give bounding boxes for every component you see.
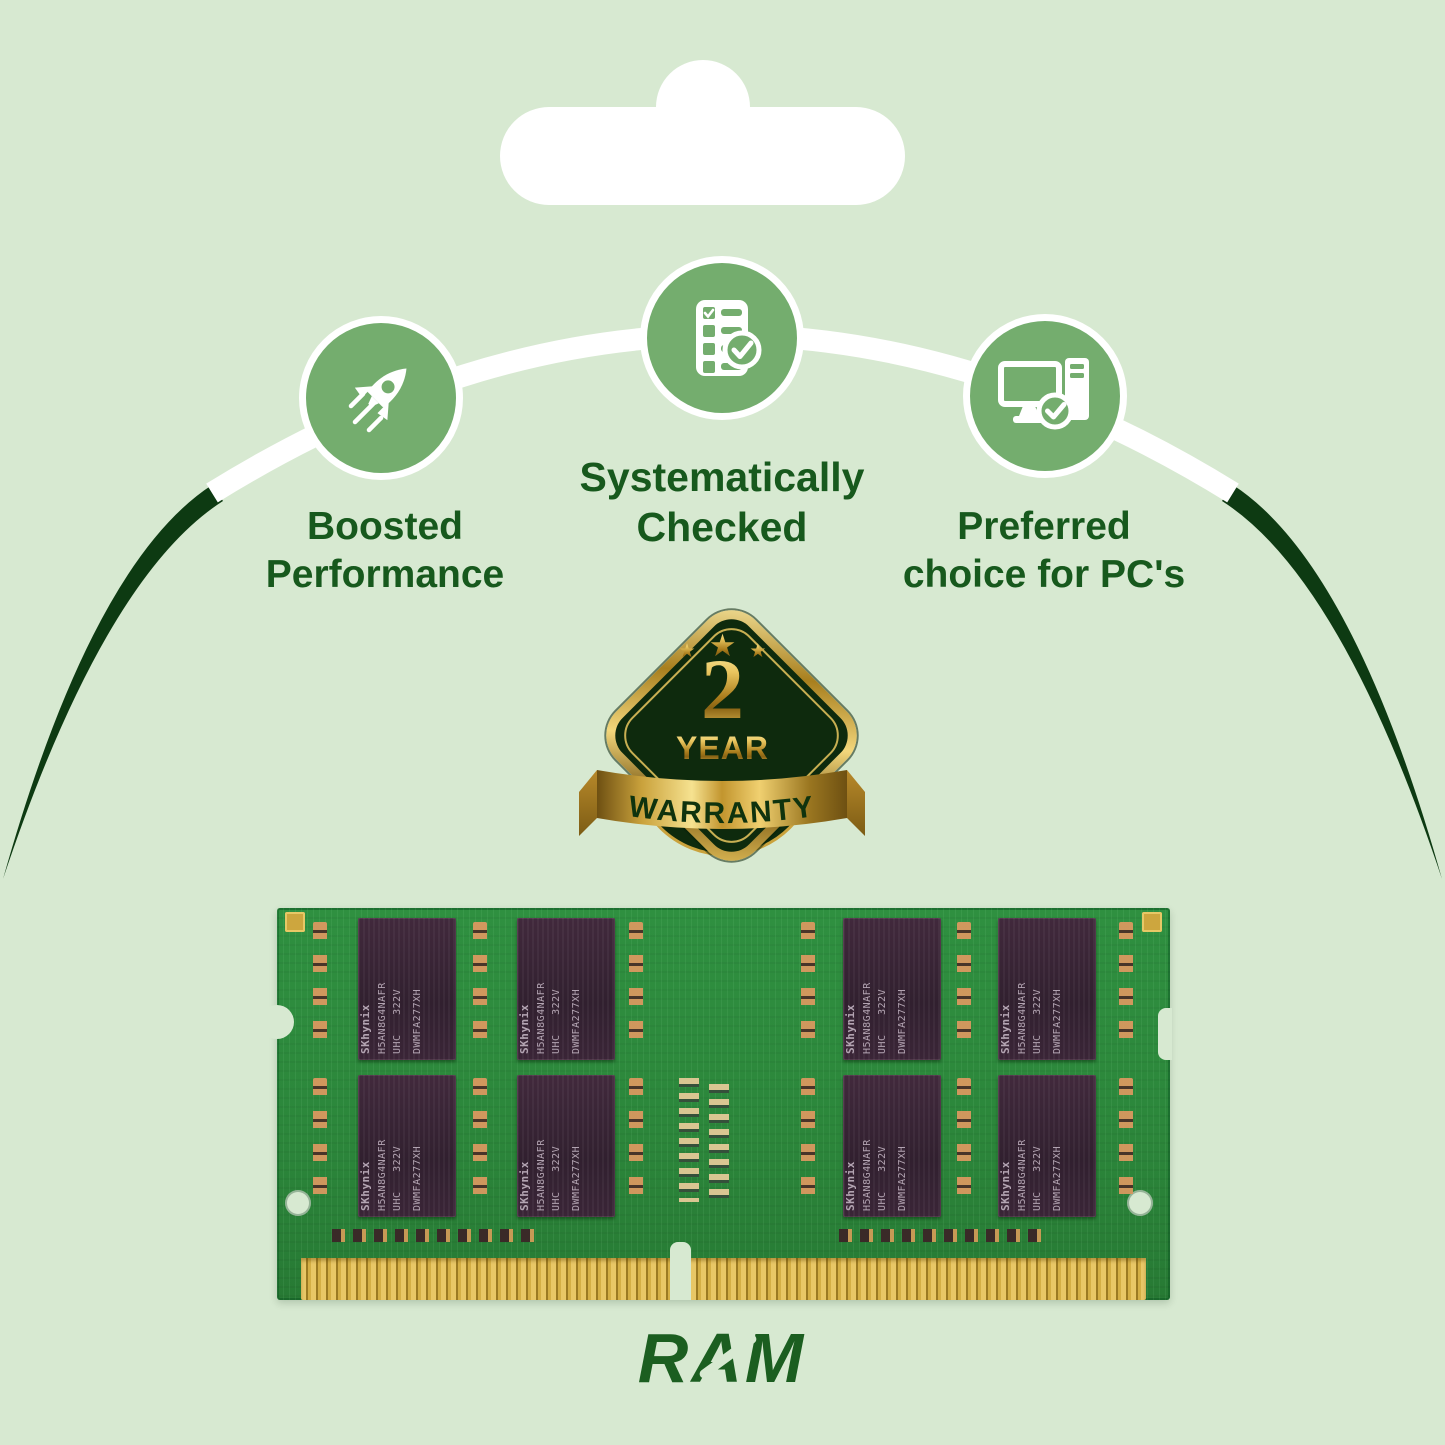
chip-label-line: SKhynix bbox=[518, 1161, 531, 1211]
chip-label-line: H5AN8G4NAFR bbox=[535, 982, 547, 1054]
chip-label: SKhynix H5AN8G4NAFR UHC 322V DWMFA277XH bbox=[998, 1075, 1096, 1217]
chip-label-line: SKhynix bbox=[518, 1004, 531, 1054]
chip-label-line: DWMFA277XH bbox=[411, 1145, 423, 1211]
chip-label-line: UHC 322V bbox=[550, 1145, 562, 1211]
chip-label-line: SKhynix bbox=[999, 1004, 1012, 1054]
memory-chip: SKhynix H5AN8G4NAFR UHC 322V DWMFA277XH bbox=[517, 1075, 615, 1217]
pad-col bbox=[801, 922, 815, 1054]
chip-label-line: H5AN8G4NAFR bbox=[376, 982, 388, 1054]
chip-label: SKhynix H5AN8G4NAFR UHC 322V DWMFA277XH bbox=[843, 918, 941, 1060]
chip-label-line: SKhynix bbox=[844, 1004, 857, 1054]
chip-label: SKhynix H5AN8G4NAFR UHC 322V DWMFA277XH bbox=[517, 1075, 615, 1217]
feature-circle-performance bbox=[299, 316, 463, 480]
feature-line: Systematically bbox=[579, 454, 865, 500]
pad-col bbox=[801, 1078, 815, 1210]
rocket-icon bbox=[348, 368, 407, 433]
feature-line: Preferred bbox=[957, 505, 1131, 548]
top-tab-shape bbox=[500, 107, 905, 205]
memory-chip: SKhynix H5AN8G4NAFR UHC 322V DWMFA277XH bbox=[998, 1075, 1096, 1217]
ribbon-left-tail bbox=[579, 770, 597, 836]
pad-col bbox=[629, 1078, 643, 1210]
star-icon: ★ bbox=[749, 640, 766, 663]
pad-col bbox=[313, 1078, 327, 1210]
badge-stars: ★ ★ ★ bbox=[570, 628, 875, 664]
feature-circle-checked bbox=[640, 256, 804, 420]
feature-circle-pc bbox=[963, 314, 1127, 478]
warranty-badge: ★ ★ ★ 2 YEAR bbox=[570, 590, 875, 885]
cluster-col bbox=[709, 1084, 729, 1202]
pcb-gold-square bbox=[1142, 912, 1162, 932]
memory-chip: SKhynix H5AN8G4NAFR UHC 322V DWMFA277XH bbox=[998, 918, 1096, 1060]
pad-col bbox=[473, 1078, 487, 1210]
chip-label: SKhynix H5AN8G4NAFR UHC 322V DWMFA277XH bbox=[517, 918, 615, 1060]
feature-label-checked: Systematically Checked bbox=[502, 452, 942, 552]
memory-chip: SKhynix H5AN8G4NAFR UHC 322V DWMFA277XH bbox=[358, 918, 456, 1060]
pad-col bbox=[957, 922, 971, 1054]
feature-line: Performance bbox=[265, 552, 505, 596]
chip-label-line: SKhynix bbox=[844, 1161, 857, 1211]
gold-edge-pins bbox=[301, 1242, 1146, 1300]
chip-label-line: UHC 322V bbox=[391, 988, 403, 1054]
chip-label-line: H5AN8G4NAFR bbox=[861, 1139, 873, 1211]
desktop-pc-check-icon bbox=[998, 358, 1089, 430]
smd-row bbox=[839, 1229, 1044, 1242]
ram-module-photo: SKhynix H5AN8G4NAFR UHC 322V DWMFA277XH … bbox=[260, 908, 1172, 1300]
chip-label-line: SKhynix bbox=[359, 1161, 372, 1211]
chip-label: SKhynix H5AN8G4NAFR UHC 322V DWMFA277XH bbox=[358, 1075, 456, 1217]
chip-label-line: UHC 322V bbox=[1031, 1145, 1043, 1211]
smd-row bbox=[332, 1229, 537, 1242]
memory-chip: SKhynix H5AN8G4NAFR UHC 322V DWMFA277XH bbox=[843, 1075, 941, 1217]
pad-col bbox=[473, 922, 487, 1054]
feature-line: Checked bbox=[636, 504, 808, 551]
badge-ribbon: WARRANTY bbox=[579, 770, 865, 836]
chip-label-line: H5AN8G4NAFR bbox=[376, 1139, 388, 1211]
chip-label-line: DWMFA277XH bbox=[570, 1145, 582, 1211]
chip-label: SKhynix H5AN8G4NAFR UHC 322V DWMFA277XH bbox=[843, 1075, 941, 1217]
chip-label-line: H5AN8G4NAFR bbox=[1016, 982, 1028, 1054]
chip-label: SKhynix H5AN8G4NAFR UHC 322V DWMFA277XH bbox=[358, 918, 456, 1060]
feature-line: choice for PC's bbox=[902, 552, 1186, 596]
chip-label-line: H5AN8G4NAFR bbox=[861, 982, 873, 1054]
chip-label-line: UHC 322V bbox=[876, 1145, 888, 1211]
chip-label-line: H5AN8G4NAFR bbox=[1016, 1139, 1028, 1211]
pad-col bbox=[1119, 1078, 1133, 1210]
pad-col bbox=[957, 1078, 971, 1210]
ribbon-band bbox=[597, 770, 847, 829]
pcb-edge-notch bbox=[1158, 1008, 1172, 1060]
memory-chip: SKhynix H5AN8G4NAFR UHC 322V DWMFA277XH bbox=[843, 918, 941, 1060]
checklist-checked-icon bbox=[696, 300, 762, 376]
chip-label-line: UHC 322V bbox=[391, 1145, 403, 1211]
pcb-edge-notch bbox=[260, 1005, 294, 1039]
chip-label-line: DWMFA277XH bbox=[896, 988, 908, 1054]
pad-col bbox=[1119, 922, 1133, 1054]
memory-chip: SKhynix H5AN8G4NAFR UHC 322V DWMFA277XH bbox=[517, 918, 615, 1060]
feature-line: Boosted bbox=[307, 505, 463, 548]
pcb-gold-square bbox=[285, 912, 305, 932]
chip-label-line: DWMFA277XH bbox=[1051, 988, 1063, 1054]
chip-label-line: DWMFA277XH bbox=[896, 1145, 908, 1211]
badge-year-label: YEAR bbox=[570, 730, 875, 767]
chip-label-line: H5AN8G4NAFR bbox=[535, 1139, 547, 1211]
chip-label-line: UHC 322V bbox=[550, 988, 562, 1054]
chip-label-line: DWMFA277XH bbox=[411, 988, 423, 1054]
chip-label-line: UHC 322V bbox=[876, 988, 888, 1054]
cluster-col bbox=[679, 1078, 699, 1202]
pad-col bbox=[313, 922, 327, 1054]
feature-label-pc: Preferred choice for PC's bbox=[824, 503, 1264, 598]
chip-label-line: UHC 322V bbox=[1031, 988, 1043, 1054]
star-icon: ★ bbox=[679, 640, 696, 663]
ribbon-right-tail bbox=[847, 770, 865, 836]
memory-chip: SKhynix H5AN8G4NAFR UHC 322V DWMFA277XH bbox=[358, 1075, 456, 1217]
chip-label: SKhynix H5AN8G4NAFR UHC 322V DWMFA277XH bbox=[998, 918, 1096, 1060]
chip-label-line: DWMFA277XH bbox=[570, 988, 582, 1054]
pad-col bbox=[629, 922, 643, 1054]
feature-label-performance: Boosted Performance bbox=[165, 503, 605, 598]
badge-number: 2 bbox=[570, 646, 875, 732]
chip-label-line: DWMFA277XH bbox=[1051, 1145, 1063, 1211]
pcb-mount-hole bbox=[285, 1190, 311, 1216]
star-icon: ★ bbox=[709, 628, 737, 664]
pin-key-notch bbox=[670, 1242, 691, 1300]
chip-label-line: SKhynix bbox=[999, 1161, 1012, 1211]
chip-label-line: SKhynix bbox=[359, 1004, 372, 1054]
